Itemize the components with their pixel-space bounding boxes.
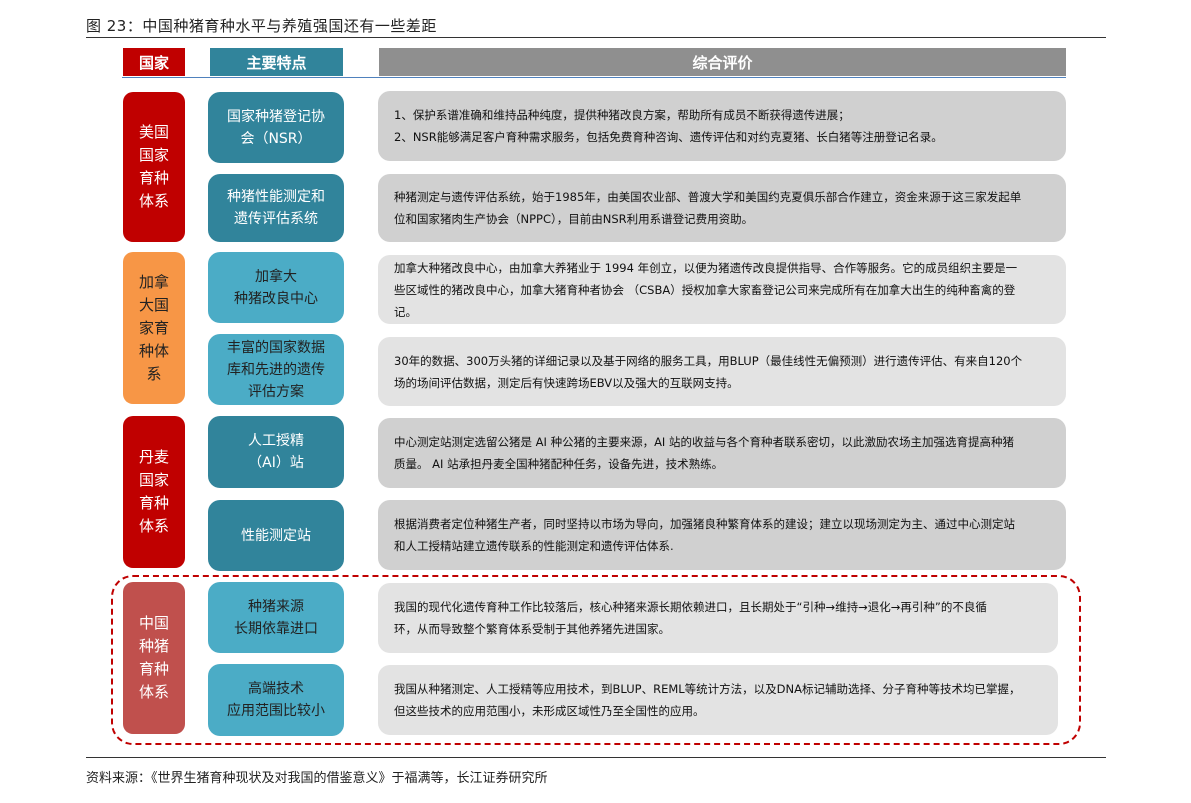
country-line: 丹麦 bbox=[138, 448, 169, 466]
header-country-label: 国家 bbox=[138, 53, 169, 72]
country-line: 育种 bbox=[138, 660, 169, 678]
country-line: 美国 bbox=[138, 123, 169, 141]
evaluation-line: 质量。 AI 站承担丹麦全国种猪配种任务，设备先进，技术熟练。 bbox=[394, 457, 724, 471]
feature-line: 国家种猪登记协 bbox=[227, 108, 325, 125]
header-feature-label: 主要特点 bbox=[246, 53, 307, 72]
evaluation-line: 2、NSR能够满足客户育种需求服务，包括免费育种咨询、遗传评估和对约克夏猪、长白… bbox=[394, 130, 943, 144]
evaluation-line: 根据消费者定位种猪生产者，同时坚持以市场为导向，加强猪良种繁育体系的建设；建立以… bbox=[394, 517, 1015, 531]
country-line: 加拿 bbox=[138, 272, 169, 291]
feature-line: 人工授精 bbox=[248, 433, 304, 449]
evaluation-line: 和人工授精站建立遗传联系的性能测定和遗传评估体系. bbox=[394, 539, 674, 553]
evaluation-china-import: 我国的现代化遗传育种工作比较落后，核心种猪来源长期依赖进口，且长期处于“引种→维… bbox=[378, 583, 1058, 653]
header-country: 国家 bbox=[123, 48, 185, 76]
feature-line: 丰富的国家数据 bbox=[227, 339, 325, 356]
evaluation-denmark-ai: 中心测定站测定选留公猪是 AI 种公猪的主要来源，AI 站的收益与各个育种者联系… bbox=[378, 418, 1066, 488]
feature-line: 会（NSR） bbox=[240, 130, 312, 147]
figure-title: 图 23：中国种猪育种水平与养殖强国还有一些差距 bbox=[86, 17, 437, 35]
feature-line: 种猪性能测定和 bbox=[227, 189, 325, 205]
country-denmark: 丹麦 国家 育种 体系 bbox=[123, 416, 185, 568]
evaluation-line: 种猪测定与遗传评估系统，始于1985年，由美国农业部、普渡大学和美国约克夏俱乐部… bbox=[394, 190, 1022, 204]
source-note: 资料来源：《世界生猪育种现状及对我国的借鉴意义》于福满等，长江证券研究所 bbox=[86, 771, 548, 786]
feature-line: （AI）站 bbox=[248, 455, 304, 471]
feature-china-tech: 高端技术 应用范围比较小 bbox=[208, 664, 344, 736]
country-line: 大国 bbox=[138, 295, 169, 314]
evaluation-line: 加拿大种猪改良中心，由加拿大养猪业于 1994 年创立，以便为猪遗传改良提供指导… bbox=[394, 260, 1018, 275]
header-evaluation: 综合评价 bbox=[379, 48, 1066, 76]
feature-line: 种猪改良中心 bbox=[234, 290, 318, 307]
evaluation-line: 场的场间评估数据，测定后有快速跨场EBV以及强大的互联网支持。 bbox=[394, 375, 739, 390]
country-line: 国家 bbox=[138, 471, 169, 489]
country-line: 种猪 bbox=[138, 637, 169, 655]
evaluation-line: 位和国家猪肉生产协会（NPPC），目前由NSR利用系谱登记费用资助。 bbox=[394, 212, 754, 226]
evaluation-line: 环，从而导致整个繁育体系受制于其他养猪先进国家。 bbox=[394, 622, 670, 636]
country-line: 体系 bbox=[138, 192, 169, 210]
country-line: 家育 bbox=[138, 318, 169, 337]
feature-line: 高端技术 bbox=[248, 681, 304, 697]
country-line: 体系 bbox=[138, 517, 169, 535]
country-line: 系 bbox=[146, 364, 162, 383]
feature-denmark-ai: 人工授精 （AI）站 bbox=[208, 416, 344, 488]
header-feature: 主要特点 bbox=[210, 48, 343, 76]
evaluation-line: 我国的现代化遗传育种工作比较落后，核心种猪来源长期依赖进口，且长期处于“引种→维… bbox=[394, 600, 987, 614]
feature-canada-database: 丰富的国家数据 库和先进的遗传 评估方案 bbox=[208, 334, 344, 405]
evaluation-usa-testing: 种猪测定与遗传评估系统，始于1985年，由美国农业部、普渡大学和美国约克夏俱乐部… bbox=[378, 174, 1066, 242]
country-line: 中国 bbox=[138, 614, 169, 632]
evaluation-canada-center: 加拿大种猪改良中心，由加拿大养猪业于 1994 年创立，以便为猪遗传改良提供指导… bbox=[378, 255, 1066, 324]
evaluation-denmark-testing: 根据消费者定位种猪生产者，同时坚持以市场为导向，加强猪良种繁育体系的建设；建立以… bbox=[378, 500, 1066, 570]
feature-line: 应用范围比较小 bbox=[227, 703, 325, 719]
evaluation-line: 30年的数据、300万头猪的详细记录以及基于网络的服务工具，用BLUP（最佳线性… bbox=[394, 353, 1023, 368]
evaluation-line: 但这些技术的应用范围小，未形成区域性乃至全国性的应用。 bbox=[394, 704, 705, 718]
evaluation-china-tech: 我国从种猪测定、人工授精等应用技术，到BLUP、REML等统计方法，以及DNA标… bbox=[378, 665, 1058, 735]
evaluation-canada-database: 30年的数据、300万头猪的详细记录以及基于网络的服务工具，用BLUP（最佳线性… bbox=[378, 337, 1066, 406]
feature-line: 长期依靠进口 bbox=[234, 620, 318, 637]
feature-denmark-testing: 性能测定站 bbox=[208, 500, 344, 571]
feature-usa-nsr: 国家种猪登记协 会（NSR） bbox=[208, 92, 344, 163]
country-line: 体系 bbox=[138, 683, 169, 701]
header-divider bbox=[122, 77, 1066, 78]
evaluation-line: 中心测定站测定选留公猪是 AI 种公猪的主要来源，AI 站的收益与各个育种者联系… bbox=[394, 435, 1014, 449]
evaluation-line: 些区域性的猪改良中心，加拿大猪育种者协会 （CSBA）授权加拿大家畜登记公司来完… bbox=[394, 282, 1016, 297]
feature-line: 评估方案 bbox=[248, 383, 304, 400]
feature-china-import: 种猪来源 长期依靠进口 bbox=[208, 582, 344, 653]
evaluation-usa-nsr: 1、保护系谱准确和维持品种纯度，提供种猪改良方案，帮助所有成员不断获得遗传进展；… bbox=[378, 91, 1066, 161]
evaluation-line: 1、保护系谱准确和维持品种纯度，提供种猪改良方案，帮助所有成员不断获得遗传进展； bbox=[394, 108, 850, 122]
evaluation-line: 记。 bbox=[394, 304, 417, 319]
header-evaluation-label: 综合评价 bbox=[692, 53, 753, 72]
country-line: 国家 bbox=[138, 146, 169, 164]
country-canada: 加拿 大国 家育 种体 系 bbox=[123, 252, 185, 404]
feature-line: 库和先进的遗传 bbox=[227, 361, 325, 378]
country-line: 种体 bbox=[138, 341, 169, 360]
feature-line: 性能测定站 bbox=[241, 527, 311, 544]
country-line: 育种 bbox=[138, 494, 169, 512]
feature-canada-center: 加拿大 种猪改良中心 bbox=[208, 252, 344, 323]
country-usa: 美国 国家 育种 体系 bbox=[123, 92, 185, 242]
evaluation-line: 我国从种猪测定、人工授精等应用技术，到BLUP、REML等统计方法，以及DNA标… bbox=[394, 682, 1021, 696]
country-china: 中国 种猪 育种 体系 bbox=[123, 582, 185, 734]
feature-usa-testing: 种猪性能测定和 遗传评估系统 bbox=[208, 174, 344, 242]
feature-line: 遗传评估系统 bbox=[234, 211, 318, 227]
country-line: 育种 bbox=[138, 169, 169, 187]
title-divider bbox=[86, 37, 1106, 38]
footer-divider bbox=[86, 757, 1106, 758]
feature-line: 种猪来源 bbox=[248, 598, 304, 615]
feature-line: 加拿大 bbox=[255, 268, 297, 285]
